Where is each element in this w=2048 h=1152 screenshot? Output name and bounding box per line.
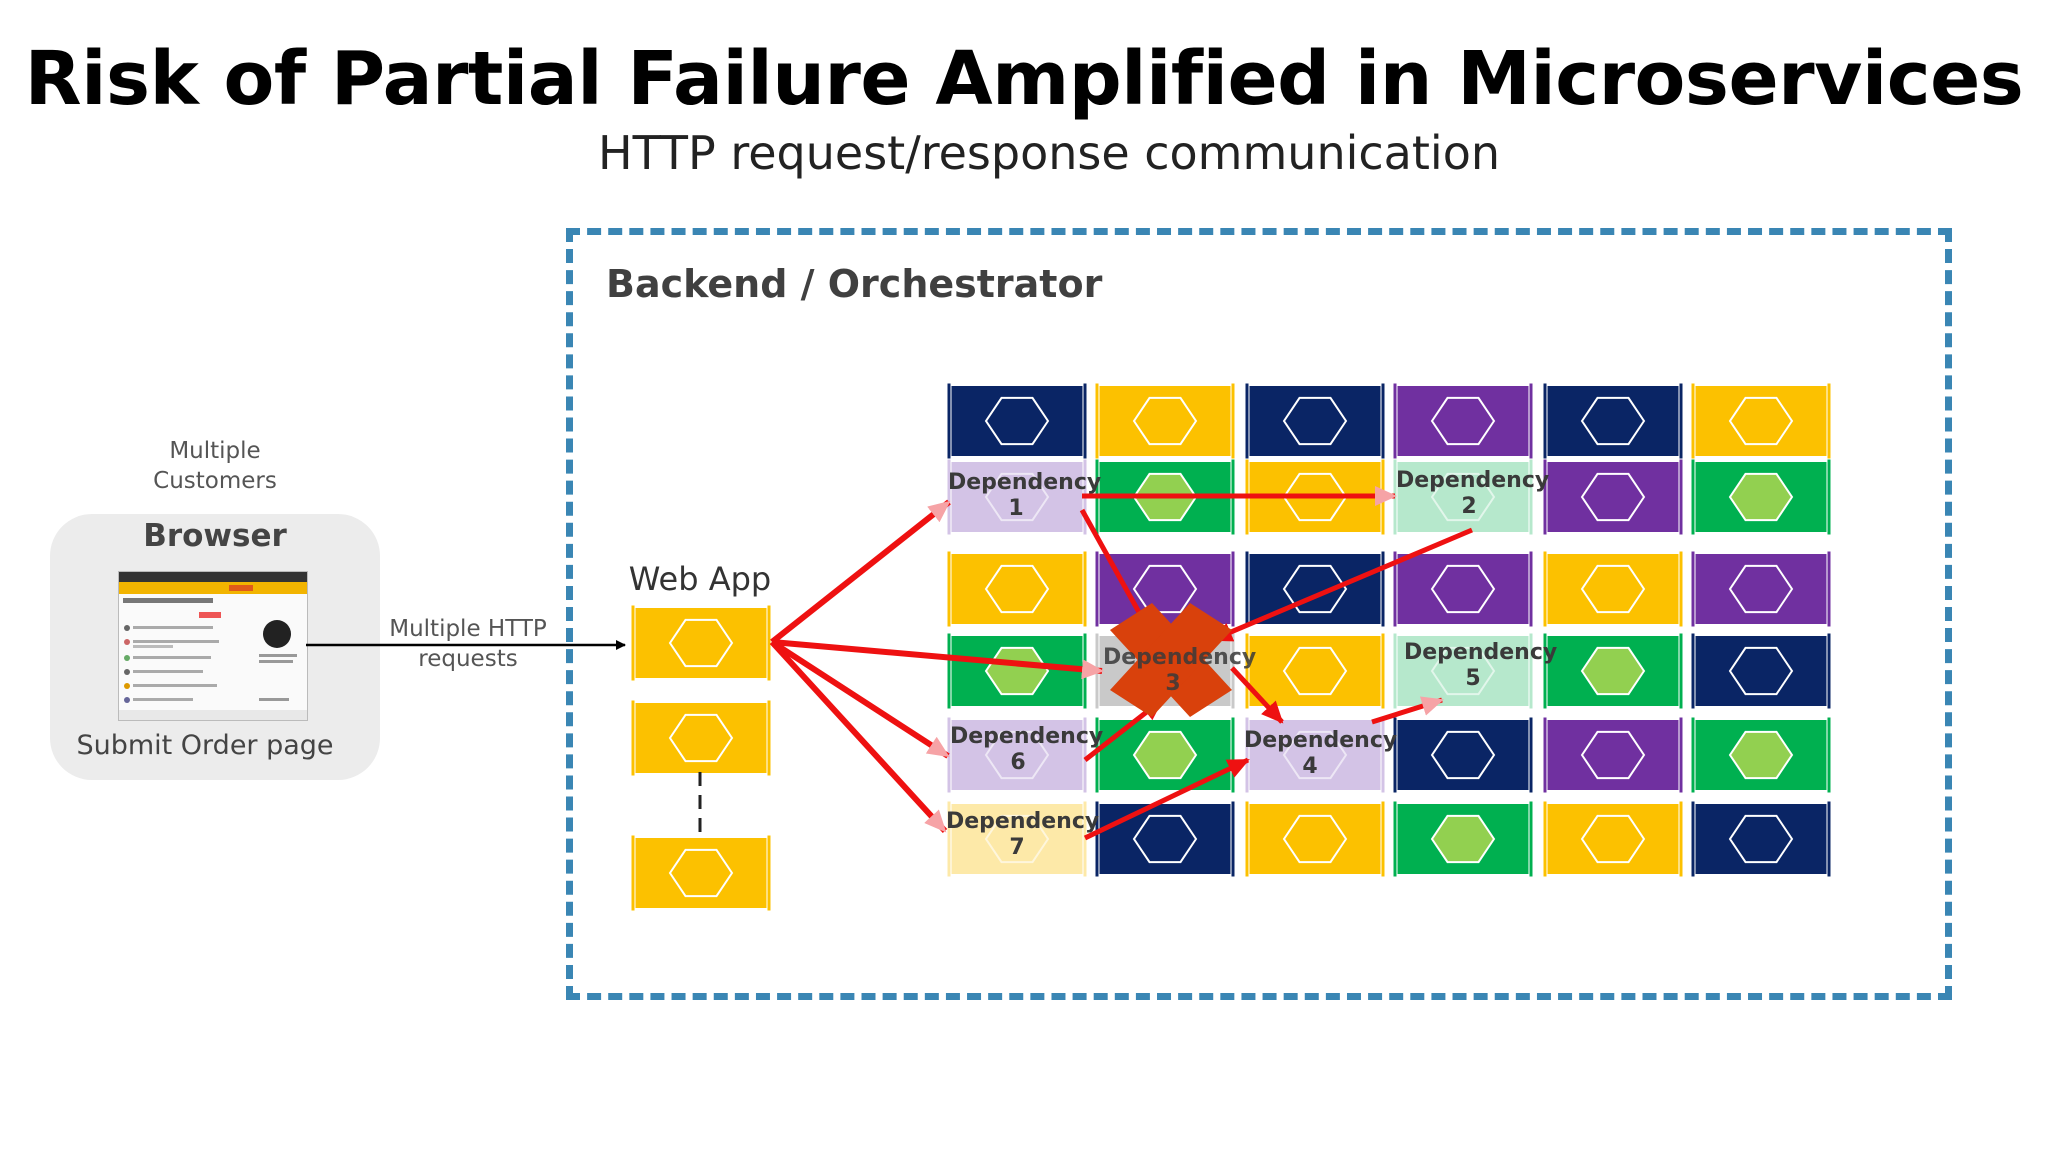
dependency-4-label: Dependency 4 (1244, 728, 1398, 779)
service-container-r4-c6 (1690, 632, 1832, 710)
hexagon-icon (1282, 814, 1348, 864)
hexagon-icon (1132, 730, 1198, 780)
service-container-r5-c5 (1542, 716, 1684, 794)
service-container-r6-c1 (946, 800, 1088, 878)
service-container-r6-c2 (1094, 800, 1236, 878)
web-app-instance-1 (630, 604, 772, 682)
service-container-r1-c6 (1690, 382, 1832, 460)
arrow-dep2-to-dep3 (1210, 527, 1473, 643)
backend-orchestrator-boundary (566, 228, 1952, 1000)
hexagon-icon (1580, 646, 1646, 696)
service-container-r3-c4 (1392, 550, 1534, 628)
hexagon-icon (1580, 472, 1646, 522)
hexagon-icon (1728, 472, 1794, 522)
slide-subtitle: HTTP request/response communication (598, 126, 1500, 180)
browser-label: Browser (143, 518, 287, 554)
dependency-5-label: Dependency 5 (1404, 640, 1558, 691)
service-container-r4-c3 (1244, 632, 1386, 710)
multiple-customers-label: Multiple Customers (153, 438, 277, 494)
web-app-label: Web App (628, 560, 772, 598)
service-container-r3-c3 (1244, 550, 1386, 628)
hexagon-icon (1132, 564, 1198, 614)
service-container-r2-c5 (1542, 458, 1684, 536)
dependency-7-label: Dependency 7 (946, 809, 1100, 860)
hexagon-icon (1728, 564, 1794, 614)
hexagon-icon (1282, 730, 1348, 780)
hexagon-icon (1728, 730, 1794, 780)
service-container-r1-c5 (1542, 382, 1684, 460)
service-container-r3-c1 (946, 550, 1088, 628)
web-app-instance-2 (630, 699, 772, 777)
service-container-r3-c6 (1690, 550, 1832, 628)
service-container-r2-c6 (1690, 458, 1832, 536)
webapp-request-arrows (769, 499, 1104, 834)
hexagon-icon (1132, 814, 1198, 864)
hexagon-icon (984, 730, 1050, 780)
service-container-r2-c1 (946, 458, 1088, 536)
service-container-r5-c4 (1392, 716, 1534, 794)
service-container-r3-c2 (1094, 550, 1236, 628)
service-container-r1-c1 (946, 382, 1088, 460)
submit-order-page-label: Submit Order page (76, 730, 334, 761)
hexagon-icon (1430, 472, 1496, 522)
hexagon-icon (1430, 646, 1496, 696)
hexagon-icon (1580, 814, 1646, 864)
service-container-r5-c2 (1094, 716, 1236, 794)
arrow-dep7-to-dep4 (1083, 757, 1250, 841)
service-container-r3-c5 (1542, 550, 1684, 628)
service-container-r6-c5 (1542, 800, 1684, 878)
arrow-webapp-to-dependency-3 (771, 639, 1104, 680)
multiple-http-requests-label: Multiple HTTP requests (389, 616, 547, 672)
service-container-r1-c3 (1244, 382, 1386, 460)
arrow-webapp-to-dependency-6 (770, 639, 950, 759)
hexagon-icon (1728, 396, 1794, 446)
hexagon-icon (1580, 730, 1646, 780)
arrow-dep3-to-dep4 (1230, 666, 1284, 724)
service-container-r5-c6 (1690, 716, 1832, 794)
hexagon-icon (1430, 396, 1496, 446)
dependency-1-label: Dependency 1 (948, 470, 1102, 521)
hexagon-icon (984, 814, 1050, 864)
hexagon-icon (1728, 646, 1794, 696)
hexagon-icon (668, 848, 734, 898)
hexagon-icon (1282, 646, 1348, 696)
dependency-3-label: Dependency 3 (1103, 645, 1257, 696)
arrow-dep4-to-dep5 (1371, 696, 1444, 725)
hexagon-icon (1580, 396, 1646, 446)
service-container-r5-c3 (1244, 716, 1386, 794)
hexagon-icon (1430, 730, 1496, 780)
service-container-r6-c6 (1690, 800, 1832, 878)
service-container-r4-c4 (1392, 632, 1534, 710)
service-container-r1-c4 (1392, 382, 1534, 460)
arrow-webapp-to-dependency-1 (770, 499, 951, 645)
hexagon-icon (984, 472, 1050, 522)
web-app-instance-3 (630, 834, 772, 912)
backend-orchestrator-label: Backend / Orchestrator (606, 262, 1103, 306)
service-container-r6-c3 (1244, 800, 1386, 878)
service-container-r1-c2 (1094, 382, 1236, 460)
arrow-webapp-to-dependency-7 (769, 639, 948, 834)
hexagon-icon (1132, 396, 1198, 446)
service-container-r4-c5 (1542, 632, 1684, 710)
hexagon-icon (984, 396, 1050, 446)
service-container-r6-c4 (1392, 800, 1534, 878)
service-container-r5-c1 (946, 716, 1088, 794)
hexagon-icon (1728, 814, 1794, 864)
hexagon-icon (1430, 564, 1496, 614)
dependency-6-label: Dependency 6 (950, 724, 1104, 775)
hexagon-icon (984, 564, 1050, 614)
hexagon-icon (668, 618, 734, 668)
service-container-r4-c1 (946, 632, 1088, 710)
hexagon-icon (668, 713, 734, 763)
submit-order-page-thumbnail (118, 571, 308, 721)
dependency-2-label: Dependency 2 (1396, 468, 1550, 519)
hexagon-icon (1282, 396, 1348, 446)
hexagon-icon (1430, 814, 1496, 864)
slide-title: Risk of Partial Failure Amplified in Mic… (24, 36, 2024, 122)
hexagon-icon (1580, 564, 1646, 614)
failure-x-icon (1110, 603, 1232, 717)
